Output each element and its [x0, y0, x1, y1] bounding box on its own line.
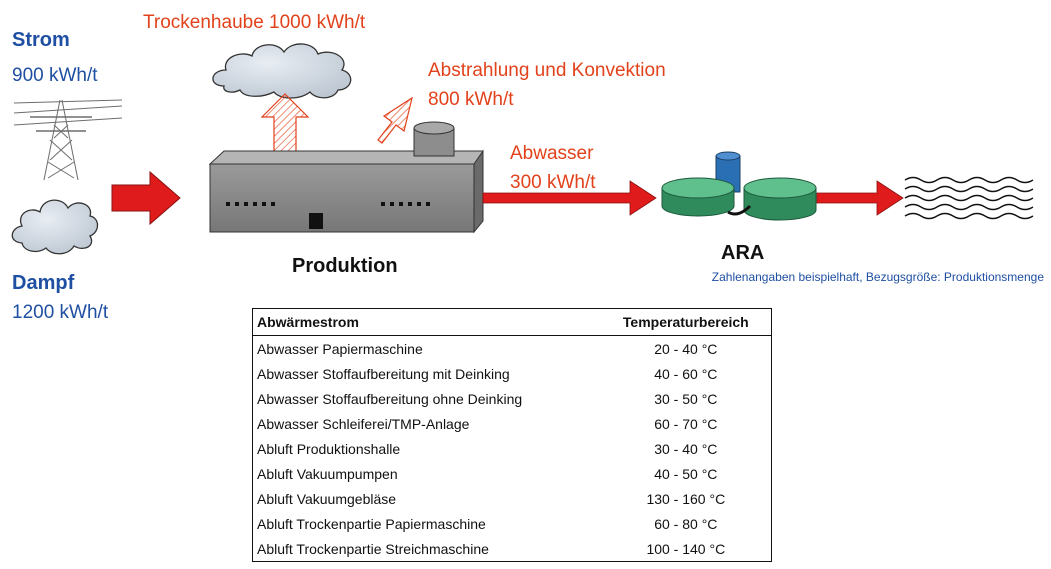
- temperature-cell: 40 - 60 °C: [654, 365, 718, 382]
- stream-cell: Abwasser Schleiferei/TMP-Anlage: [257, 415, 470, 432]
- hood-heat-arrow: [260, 93, 310, 156]
- wastewater-arrow: [482, 180, 657, 216]
- production-label: Produktion: [292, 255, 398, 277]
- dampf-value: 1200 kWh/t: [12, 302, 109, 323]
- wastewater-treatment-plant-icon: [661, 151, 817, 221]
- discharge-arrow: [816, 180, 904, 216]
- temperature-cell: 30 - 40 °C: [654, 440, 718, 457]
- stream-cell: Abluft Trockenpartie Streichmaschine: [257, 540, 489, 557]
- temperature-cell: 100 - 140 °C: [646, 540, 726, 557]
- table-row: Abluft Vakuumgebläse 130 - 160 °C: [253, 486, 772, 511]
- wastewater-value: 300 kWh/t: [510, 172, 596, 193]
- temperature-cell: 130 - 160 °C: [646, 490, 726, 507]
- steam-cloud-icon: [11, 199, 99, 255]
- stream-cell: Abluft Vakuumpumpen: [257, 465, 398, 482]
- column-header-stream: Abwärmestrom: [252, 308, 601, 336]
- stream-cell: Abwasser Stoffaufbereitung mit Deinking: [257, 365, 510, 382]
- input-arrow: [111, 170, 181, 226]
- waste-heat-table: Abwärmestrom Temperaturbereich Abwasser …: [252, 308, 772, 562]
- dampf-label: Dampf: [12, 272, 75, 294]
- table-row: Abwasser Schleiferei/TMP-Anlage 60 - 70 °…: [253, 411, 772, 436]
- table-row: Abwasser Papiermaschine 20 - 40 °C: [253, 336, 772, 362]
- strom-value: 900 kWh/t: [12, 65, 98, 86]
- table-row: Abwasser Stoffaufbereitung ohne Deinking…: [253, 386, 772, 411]
- stream-cell: Abluft Trockenpartie Papiermaschine: [257, 515, 486, 532]
- temperature-cell: 60 - 80 °C: [654, 515, 718, 532]
- temperature-cell: 60 - 70 °C: [654, 415, 718, 432]
- stream-cell: Abwasser Stoffaufbereitung ohne Deinking: [257, 390, 523, 407]
- river-waves-icon: [904, 176, 1034, 220]
- table-row: Abwasser Stoffaufbereitung mit Deinking 4…: [253, 361, 772, 386]
- temperature-cell: 20 - 40 °C: [654, 340, 718, 357]
- column-header-temperature: Temperaturbereich: [600, 308, 772, 336]
- power-pylon-icon: [13, 99, 123, 181]
- footnote: Zahlenangaben beispielhaft, Bezugsgröße:…: [712, 270, 1045, 284]
- radiation-value: 800 kWh/t: [428, 89, 514, 110]
- temperature-cell: 30 - 50 °C: [654, 390, 718, 407]
- table-row: Abluft Produktionshalle 30 - 40 °C: [253, 436, 772, 461]
- table-row: Abluft Trockenpartie Papiermaschine 60 - …: [253, 511, 772, 536]
- table-row: Abluft Vakuumpumpen 40 - 50 °C: [253, 461, 772, 486]
- stream-cell: Abluft Vakuumgebläse: [257, 490, 397, 507]
- table-row: Abluft Trockenpartie Streichmaschine 100 …: [253, 536, 772, 562]
- hood-label: Trockenhaube 1000 kWh/t: [143, 12, 366, 33]
- hood-exhaust-cloud-icon: [212, 43, 352, 99]
- ara-label: ARA: [721, 242, 764, 264]
- stream-cell: Abluft Produktionshalle: [257, 440, 401, 457]
- radiation-heat-arrow: [377, 96, 413, 144]
- temperature-cell: 40 - 50 °C: [654, 465, 718, 482]
- stream-cell: Abwasser Papiermaschine: [257, 340, 423, 357]
- wastewater-label: Abwasser: [510, 143, 594, 164]
- production-machine: [208, 121, 484, 234]
- strom-label: Strom: [12, 29, 70, 51]
- radiation-label: Abstrahlung und Konvektion: [428, 60, 666, 81]
- table-header-row: Abwärmestrom Temperaturbereich: [252, 308, 772, 336]
